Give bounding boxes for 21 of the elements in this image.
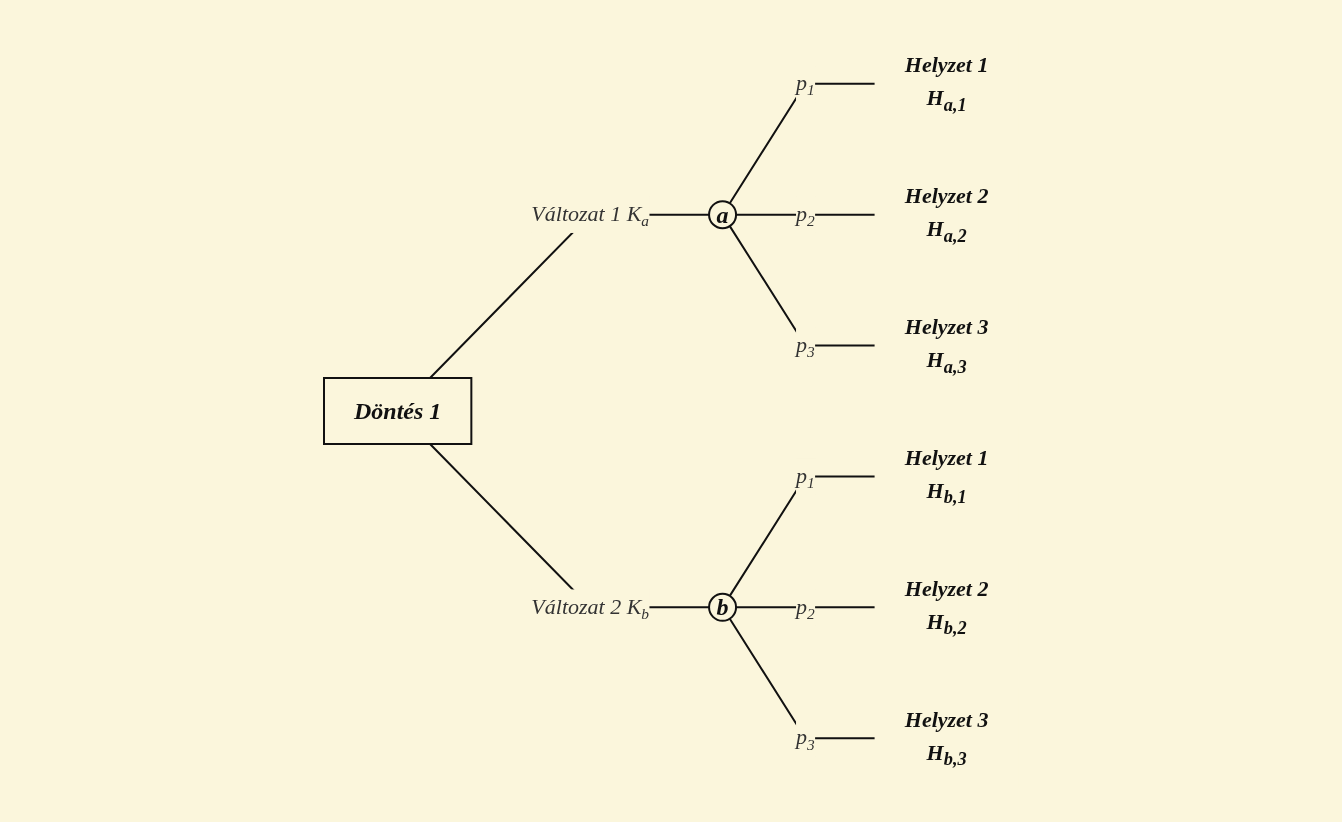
node-text: Helyzet 1 H$_{a,1}$ [904, 52, 989, 115]
node-text: Helyzet 1 H$_{b,1}$ [904, 445, 989, 508]
edge-label: p$_{2}$ [795, 200, 815, 230]
node-circle: a [707, 200, 737, 230]
node-text: Helyzet 2 H$_{b,2}$ [904, 575, 989, 639]
node-box: Döntés 1 [322, 377, 473, 445]
connector [728, 617, 876, 740]
edge-label: p$_{2}$ [795, 593, 815, 622]
connector [728, 225, 876, 347]
edge-label: Változat 2 K$_{b}$ [531, 593, 649, 622]
edge-label: p$_{1}$ [795, 70, 815, 99]
connector [728, 82, 876, 205]
edge-label: p$_{3}$ [795, 331, 815, 361]
node-text: Helyzet 3 H$_{a,3}$ [904, 314, 989, 377]
connector [728, 475, 876, 597]
node-text: Helyzet 3 H$_{b,3}$ [904, 706, 989, 770]
node-text: Helyzet 2 H$_{a,2}$ [904, 183, 989, 246]
node-circle: b [707, 592, 737, 622]
edge-label: Változat 1 K$_{a}$ [531, 200, 649, 230]
edge-label: p$_{1}$ [795, 462, 815, 492]
edge-label: p$_{3}$ [795, 724, 815, 753]
